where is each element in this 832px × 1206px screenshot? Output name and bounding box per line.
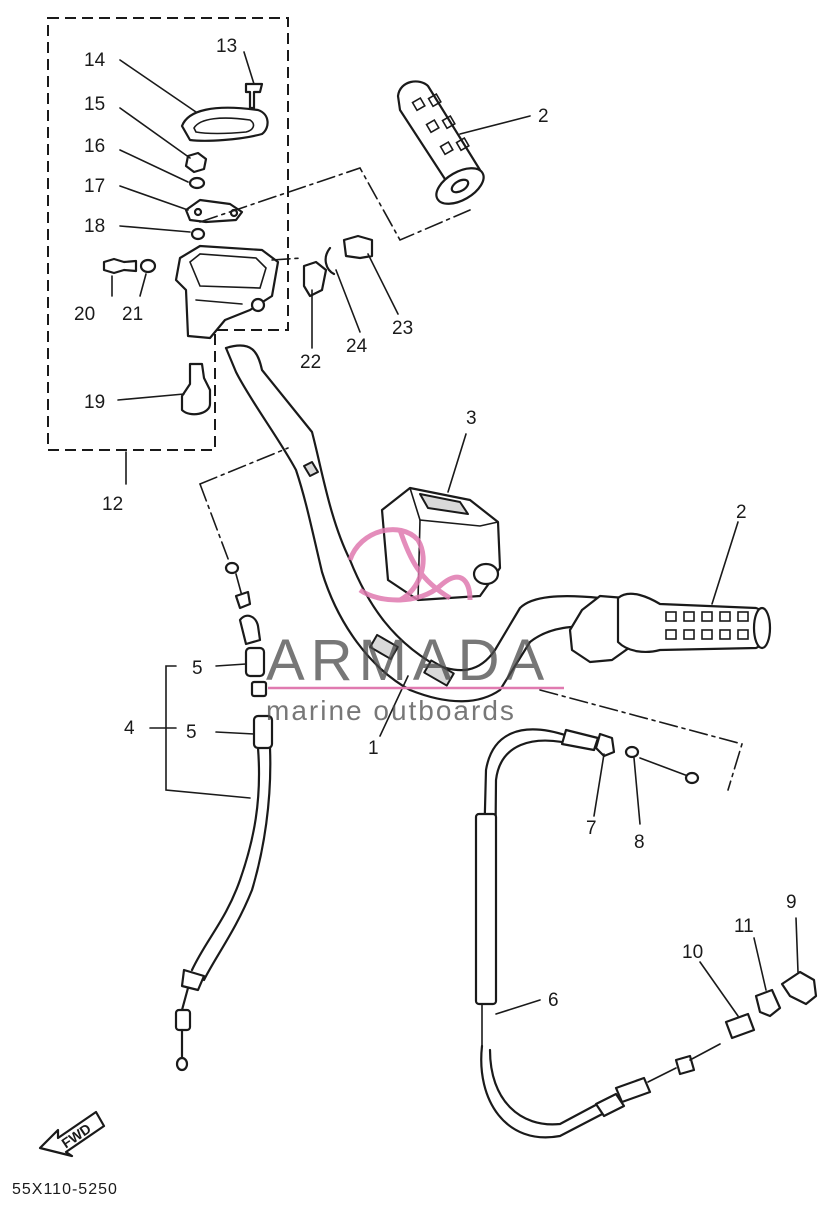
handlebar-switch — [380, 486, 502, 602]
label-2-upper: 2 — [538, 106, 549, 127]
label-11: 11 — [734, 916, 754, 937]
assembly-12-boundary — [47, 17, 289, 451]
label-19: 19 — [84, 392, 105, 413]
throttle-cable — [174, 561, 274, 1072]
label-13: 13 — [216, 36, 237, 57]
label-7: 7 — [586, 818, 597, 839]
alignment-lines — [199, 167, 744, 791]
label-21: 21 — [122, 304, 143, 325]
label-9: 9 — [786, 892, 797, 913]
label-3: 3 — [466, 408, 477, 429]
part-labels: 13 14 15 16 17 18 20 21 19 12 22 24 23 2… — [74, 36, 797, 1011]
label-24: 24 — [346, 336, 368, 357]
label-10: 10 — [682, 942, 703, 963]
brake-cable — [474, 728, 818, 1139]
label-12: 12 — [102, 494, 123, 515]
right-grip-assembly — [568, 592, 772, 664]
label-5-upper: 5 — [192, 658, 203, 679]
throttle-housing — [102, 82, 374, 416]
watermark-tagline: marine outboards — [266, 695, 516, 726]
grip-upper — [396, 80, 485, 205]
label-15: 15 — [84, 94, 105, 115]
label-16: 16 — [84, 136, 105, 157]
label-18: 18 — [84, 216, 105, 237]
label-1: 1 — [368, 738, 379, 759]
label-8: 8 — [634, 832, 645, 853]
watermark-logo-icon — [347, 527, 473, 603]
label-4: 4 — [124, 718, 135, 739]
label-23: 23 — [392, 318, 413, 339]
label-6: 6 — [548, 990, 559, 1011]
leader-lines — [111, 51, 799, 1017]
label-2-lower: 2 — [736, 502, 747, 523]
label-17: 17 — [84, 176, 105, 197]
diagram-code: 55X110-5250 — [12, 1181, 118, 1198]
label-5-lower: 5 — [186, 722, 197, 743]
handlebar — [224, 344, 602, 703]
fwd-arrow: FWD — [38, 1110, 106, 1158]
watermark: ARMADA marine outboards — [266, 527, 564, 726]
label-22: 22 — [300, 352, 321, 373]
watermark-brand: ARMADA — [266, 628, 550, 693]
label-14: 14 — [84, 50, 106, 71]
label-20: 20 — [74, 304, 95, 325]
